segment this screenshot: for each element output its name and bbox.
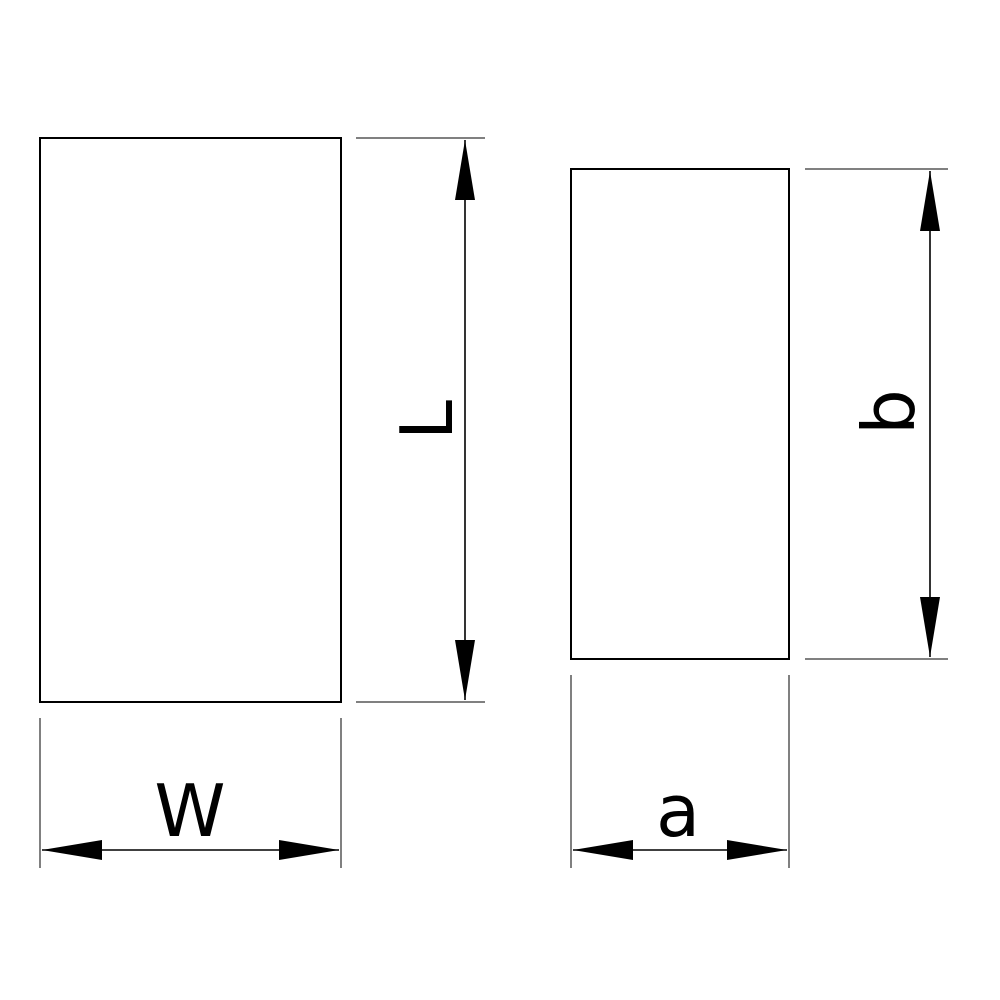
b-label: b	[847, 389, 931, 435]
small-rectangle	[570, 168, 790, 660]
large-rectangle	[39, 137, 342, 703]
length-label: L	[385, 400, 469, 440]
a-label: a	[656, 769, 700, 853]
width-label: W	[154, 769, 225, 853]
